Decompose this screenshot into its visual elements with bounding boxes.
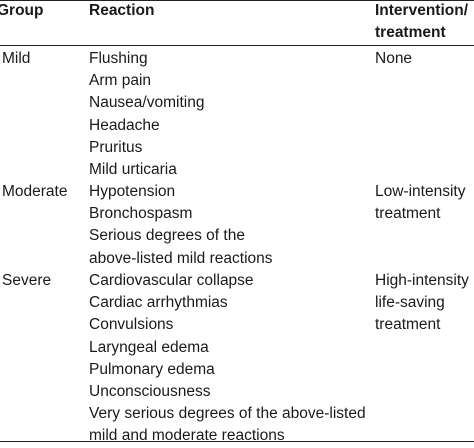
list-item: Cardiovascular collapse: [89, 272, 254, 289]
row-severe-reactions: Cardiovascular collapse Cardiac arrhythm…: [89, 270, 366, 448]
list-item: Cardiac arrhythmias: [89, 294, 228, 312]
list-item: Low-intensity: [375, 183, 466, 200]
list-item: treatment: [375, 205, 441, 223]
table-top-rule: [0, 0, 474, 1]
list-item: treatment: [375, 316, 441, 334]
list-item: above-listed mild reactions: [89, 249, 273, 267]
list-item: Hypotension: [89, 183, 176, 200]
list-item: life-saving: [375, 294, 445, 312]
list-item: Nausea/vomiting: [89, 94, 205, 112]
header-group: Group: [0, 2, 44, 19]
row-moderate-intervention: Low-intensity treatment: [375, 181, 465, 225]
list-item: None: [375, 50, 413, 67]
list-item: Serious degrees of the: [89, 227, 245, 245]
list-item: Headache: [89, 116, 160, 134]
list-item: Pruritus: [89, 138, 143, 156]
row-mild-group: Mild: [2, 50, 31, 67]
list-item: Laryngeal edema: [89, 338, 209, 356]
list-item: Pulmonary edema: [89, 360, 215, 378]
row-severe-group: Severe: [2, 272, 52, 289]
row-severe-intervention: High-intensity life-saving treatment: [375, 270, 469, 337]
list-item: Mild urticaria: [89, 161, 177, 179]
header-intervention: Intervention/ treatment: [375, 0, 468, 44]
list-item: Flushing: [89, 50, 148, 67]
header-reaction: Reaction: [89, 2, 155, 19]
row-mild-intervention: None: [375, 48, 412, 70]
table-bottom-rule: [0, 441, 474, 442]
list-item: Bronchospasm: [89, 205, 193, 223]
list-item: mild and moderate reactions: [89, 427, 285, 445]
list-item: High-intensity: [375, 272, 469, 289]
list-item: Arm pain: [89, 72, 152, 90]
list-item: Unconsciousness: [89, 383, 211, 401]
row-moderate-group: Moderate: [2, 183, 68, 200]
list-item: Very serious degrees of the above-listed: [89, 405, 366, 423]
list-item: Convulsions: [89, 316, 174, 334]
header-bottom-rule: [0, 45, 474, 46]
header-intervention-line2: treatment: [375, 24, 446, 41]
header-intervention-line1: Intervention/: [375, 2, 469, 19]
row-mild-reactions: Flushing Arm pain Nausea/vomiting Headac…: [89, 48, 204, 181]
row-moderate-reactions: Hypotension Bronchospasm Serious degrees…: [89, 181, 273, 270]
